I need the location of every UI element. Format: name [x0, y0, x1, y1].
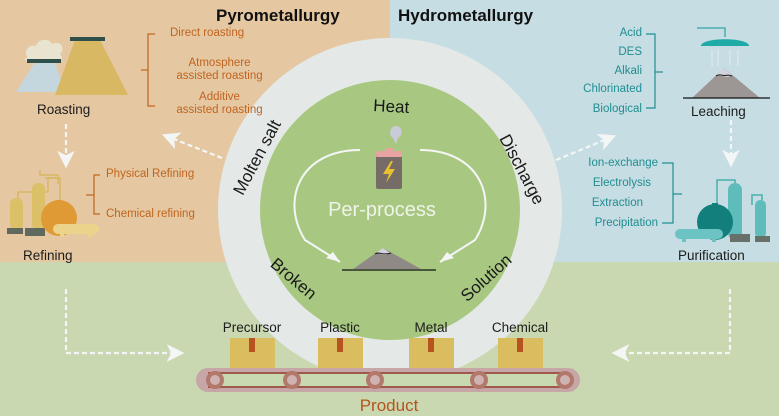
product-title: Product [359, 396, 419, 415]
refining-method-chemical: Chemical refining [106, 208, 195, 220]
leaching-icon [683, 27, 770, 99]
product-boxes [230, 338, 543, 368]
product-item-metal: Metal [414, 320, 448, 335]
center-to-pyro-arrow [161, 132, 223, 160]
purification-to-product-arrow [611, 289, 732, 362]
purification-equipment-icon [675, 179, 770, 242]
roasting-methods-bracket [141, 33, 155, 107]
roasting-method-atmosphere-line2: assisted roasting [176, 70, 263, 82]
product-box-plastic [318, 338, 363, 368]
material-pile-icon [342, 248, 436, 271]
product-item-plastic: Plastic [320, 320, 360, 335]
purification-method-precipitation: Precipitation [594, 217, 658, 229]
leaching-method-acid: Acid [619, 27, 642, 39]
roasting-method-additive-line1: Additive [199, 91, 240, 103]
leaching-method-alkali: Alkali [614, 65, 642, 77]
roasting-method-atmosphere-line1: Atmosphere [188, 57, 251, 69]
product-box-metal [409, 338, 454, 368]
refining-label: Refining [23, 248, 73, 263]
leaching-method-des: DES [618, 46, 642, 58]
purification-method-electrolysis: Electrolysis [592, 177, 651, 189]
conveyor-belt [196, 368, 580, 392]
battery-icon [376, 126, 402, 189]
leaching-method-biological: Biological [592, 103, 642, 115]
roasting-method-additive: Additive assisted roasting [162, 91, 277, 117]
hydrometallurgy-title: Hydrometallurgy [398, 6, 534, 25]
refining-methods-bracket [86, 174, 100, 215]
purification-methods-bracket [662, 162, 682, 224]
flow-arrows [57, 120, 740, 362]
leaching-methods-bracket [646, 33, 663, 109]
product-item-precursor: Precursor [222, 320, 282, 335]
center-to-hydro-arrow [555, 133, 617, 162]
pyrometallurgy-title: Pyrometallurgy [216, 6, 340, 25]
leaching-label: Leaching [691, 104, 746, 119]
purification-label: Purification [678, 248, 745, 263]
product-item-chemical: Chemical [491, 320, 549, 335]
product-box-chemical [498, 338, 543, 368]
refining-to-product-arrow [64, 289, 185, 362]
cycle-arrow-left [293, 149, 361, 263]
refining-method-physical: Physical Refining [106, 168, 195, 180]
refining-equipment-icon [7, 170, 99, 237]
leaching-method-chlorinated: Chlorinated [583, 83, 642, 95]
ring-word-heat: Heat [373, 96, 410, 117]
center-label: Per-process [328, 199, 436, 221]
roasting-method-direct: Direct roasting [170, 27, 245, 39]
roasting-method-additive-line2: assisted roasting [176, 104, 263, 116]
central-cycle [218, 38, 562, 382]
roasting-furnace-icon [16, 37, 128, 95]
purification-method-extraction: Extraction [591, 197, 643, 209]
roasting-label: Roasting [37, 102, 91, 117]
purification-method-ion-exchange: Ion-exchange [588, 157, 658, 169]
cycle-arrow-right [419, 149, 487, 263]
product-box-precursor [230, 338, 275, 368]
roasting-method-atmosphere: Atmosphere assisted roasting [162, 57, 277, 83]
